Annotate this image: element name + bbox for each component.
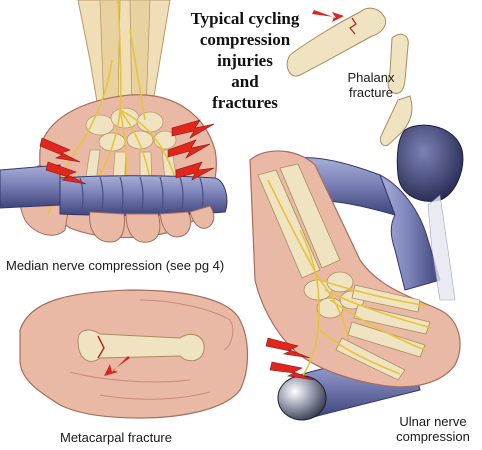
metacarpal-label: Metacarpal fracture (60, 430, 172, 445)
ulnar-label-line1: Ulnar nerve (399, 414, 467, 429)
ulnar-label-line2: compression (396, 429, 470, 444)
fingers-median (89, 205, 215, 243)
phalanx-label-line2: fracture (348, 85, 394, 100)
ulnar-hand (249, 150, 461, 388)
pointer-arrow-icon (104, 356, 130, 376)
end-cap (277, 375, 327, 421)
title-line-2: compression (199, 30, 291, 49)
pointer-arrow-icon (312, 10, 344, 22)
title-line-5: fractures (212, 93, 278, 112)
pain-bolt-icon (39, 119, 215, 185)
handlebar-median (0, 164, 228, 216)
title-line-1: Typical cycling (190, 9, 300, 28)
median-nerve-label: Median nerve compression (see pg 4) (6, 258, 225, 273)
phalanx-fracture (286, 7, 413, 147)
metacarpal-hand (19, 289, 249, 419)
title-line-3: injuries (217, 51, 273, 70)
phalanx-label-line1: Phalanx (347, 70, 395, 85)
title-line-4: and (231, 72, 259, 91)
pain-bolt-icon (265, 337, 315, 381)
